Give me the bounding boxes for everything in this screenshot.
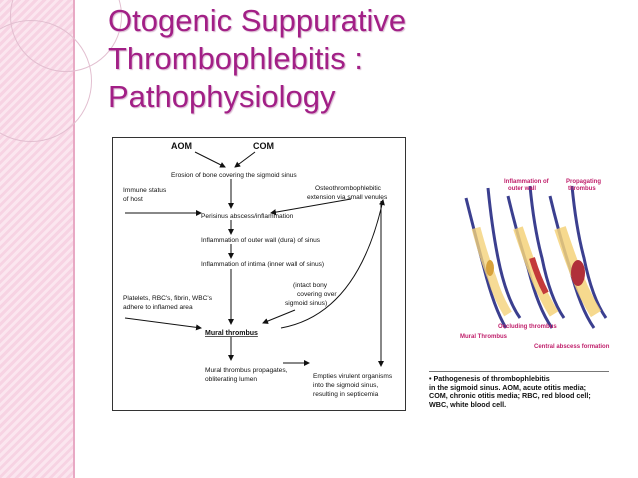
intact-text: (intact bony [293, 282, 328, 289]
label-inflammation: Inflammation of [504, 179, 550, 185]
immune-text: of host [123, 196, 143, 203]
sinus-stage-2 [506, 185, 566, 329]
erosion-text: Erosion of bone covering the sigmoid sin… [171, 172, 297, 179]
sinus-stage-3 [548, 185, 608, 329]
caption-line: WBC, white blood cell. [429, 399, 507, 409]
label-occluding: Occluding thrombus [498, 324, 557, 330]
arrow [262, 309, 296, 324]
arrow [124, 317, 202, 331]
intact-text: sigmoid sinus) [285, 300, 327, 307]
osteo-text: Osteothrombophlebitic [315, 185, 382, 192]
flowchart-svg: AOM COM Erosion of bone covering the sig… [123, 141, 393, 398]
platelets-text: Platelets, RBC's, fibrin, WBC's [123, 295, 213, 302]
arrow [234, 151, 256, 168]
title-line: Otogenic Suppurative [108, 3, 407, 38]
slide-title: Otogenic Suppurative Thrombophlebitis : … [108, 2, 528, 116]
title-line: Pathophysiology [108, 79, 336, 114]
outer-wall-text: Inflammation of outer wall (dura) of sin… [201, 237, 321, 244]
label-mural: Mural Thrombus [460, 334, 508, 340]
sinus-stage-1 [464, 187, 522, 329]
perisinus-text: Perisinus abscess/inflammation [201, 213, 294, 220]
intact-text: covering over [297, 291, 337, 298]
pathophysiology-flowchart: AOM COM Erosion of bone covering the sig… [112, 137, 406, 411]
caption-line: in the sigmoid sinus. AOM, acute otitis … [429, 382, 587, 392]
label-inflammation: outer wall [508, 186, 536, 192]
mural-thrombus-text: Mural thrombus [205, 330, 258, 337]
sinus-illustration: Inflammation of outer wall Propagating t… [460, 179, 610, 350]
stripe-border [73, 0, 75, 478]
label-central: Central abscess formation [534, 344, 610, 350]
label-propagating: Propagating [566, 179, 601, 185]
caption-line: COM, chronic otitis media; RBC, red bloo… [429, 391, 591, 401]
title-line: Thrombophlebitis : [108, 41, 364, 76]
intima-text: Inflammation of intima (inner wall of si… [201, 261, 324, 268]
com-label: COM [253, 141, 274, 151]
caption-divider [429, 371, 609, 372]
caption-line: • Pathogenesis of thrombophlebitis [429, 374, 550, 383]
osteo-text: extension via small venules [307, 194, 388, 201]
platelets-text: adhere to inflamed area [123, 304, 193, 311]
propagates-text: Mural thrombus propagates, [205, 367, 288, 374]
immune-text: Immune status [123, 187, 167, 194]
empties-text: resulting in septicemia [313, 391, 379, 398]
arrow [194, 151, 226, 168]
figure-caption: • Pathogenesis of thrombophlebitis in th… [429, 374, 614, 409]
empties-text: into the sigmoid sinus, [313, 382, 378, 389]
aom-label: AOM [171, 141, 192, 151]
arrow [270, 198, 352, 216]
empties-text: Empties virulent organisms [313, 373, 393, 380]
propagates-text: obliterating lumen [205, 376, 257, 383]
label-propagating: thrombus [568, 186, 596, 192]
arrow [280, 199, 385, 329]
